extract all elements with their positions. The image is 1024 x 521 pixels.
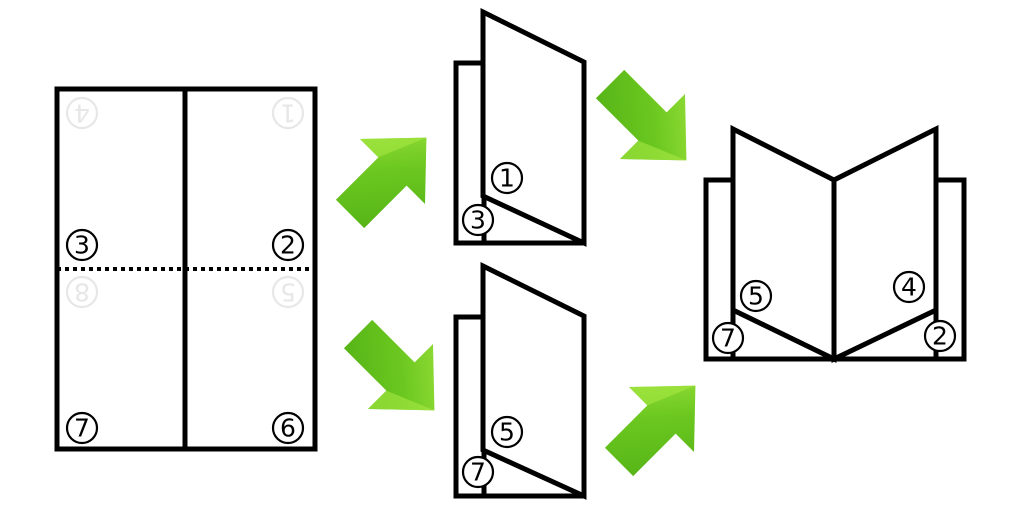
svg-text:7: 7 <box>720 324 736 353</box>
booklet-top-number-1: 1 <box>490 161 524 195</box>
svg-text:8: 8 <box>74 278 90 307</box>
svg-text:3: 3 <box>74 231 90 260</box>
ghost-number-4: 4 <box>65 96 99 130</box>
svg-text:5: 5 <box>280 278 296 307</box>
page-number-7: 7 <box>65 411 99 445</box>
booklet-bottom-number-5: 5 <box>490 415 524 449</box>
flat-sheet: 4 1 8 5 3 2 7 6 <box>54 86 318 452</box>
svg-text:2: 2 <box>932 322 948 351</box>
booklet-bottom-front-page <box>480 261 587 500</box>
book-number-4: 4 <box>892 270 926 304</box>
svg-text:3: 3 <box>470 206 486 235</box>
arrow-bottom-to-book <box>604 385 696 477</box>
svg-text:1: 1 <box>280 99 296 128</box>
ghost-number-1: 1 <box>271 96 305 130</box>
arrow-sheet-to-bottom <box>343 319 435 411</box>
ghost-number-5: 5 <box>271 275 305 309</box>
booklet-top-front-page <box>480 7 587 247</box>
arrow-top-to-book <box>595 69 687 161</box>
booklet-top-number-3: 3 <box>461 203 495 237</box>
page-number-3: 3 <box>65 228 99 262</box>
svg-text:1: 1 <box>499 164 515 193</box>
book-left-page <box>730 124 837 363</box>
svg-text:5: 5 <box>499 418 515 447</box>
page-number-2: 2 <box>271 228 305 262</box>
svg-text:4: 4 <box>901 273 917 302</box>
svg-text:7: 7 <box>470 458 486 487</box>
book-number-7: 7 <box>711 321 745 355</box>
svg-text:2: 2 <box>280 231 296 260</box>
book-number-2: 2 <box>923 319 957 353</box>
booklet-bottom-number-7: 7 <box>461 455 495 489</box>
svg-text:4: 4 <box>74 99 90 128</box>
arrow-sheet-to-top <box>335 137 427 229</box>
final-book: 5 7 4 2 <box>703 124 967 363</box>
svg-text:5: 5 <box>748 282 764 311</box>
book-right-page <box>831 124 939 363</box>
book-number-5: 5 <box>739 279 773 313</box>
ghost-number-8: 8 <box>65 275 99 309</box>
svg-text:6: 6 <box>280 414 296 443</box>
page-number-6: 6 <box>271 411 305 445</box>
booklet-top: 1 3 <box>453 7 587 247</box>
svg-text:7: 7 <box>74 414 90 443</box>
booklet-bottom: 5 7 <box>453 261 587 500</box>
